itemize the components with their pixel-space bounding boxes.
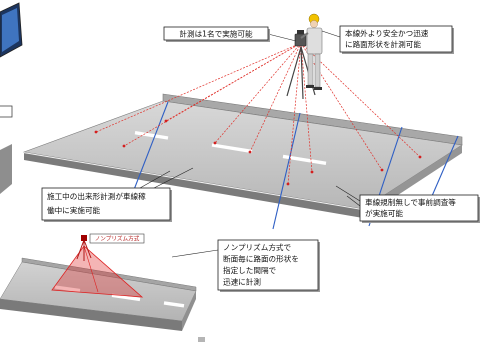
callout-leader-line — [321, 30, 341, 38]
callout-no-lane-restriction: 車線規制無しで事前調査等 が実施可能 — [359, 194, 480, 223]
tablet-screen — [2, 8, 19, 52]
callout-during-construction-line-2: 働中に実施可能 — [47, 205, 101, 215]
callout-during-construction: 施工中の出来形計測が車線稼 働中に実施可能 — [41, 187, 172, 222]
measurement-ray — [249, 42, 302, 153]
tripod-leg — [76, 239, 85, 260]
callout-box — [217, 239, 319, 291]
road-front-edge-highlight — [23, 152, 364, 211]
tripod-leg — [300, 46, 304, 100]
measurement-ray — [165, 42, 302, 122]
callout-no-lane-restriction-line-2: が実施可能 — [365, 208, 403, 218]
cropped-road-fragment — [0, 144, 12, 194]
callout-during-construction-line-1: 施工中の出来形計測が車線稼 — [47, 191, 146, 201]
lane-marking — [54, 285, 81, 293]
surveyor-shoe — [314, 87, 322, 90]
lane-marking — [163, 301, 185, 308]
callout-box — [41, 187, 171, 221]
callout-leader-line — [153, 167, 194, 189]
callout-leader-line — [335, 185, 361, 202]
callout-leaders — [139, 30, 361, 258]
measurement-point — [164, 119, 168, 123]
measurement-ray — [214, 42, 302, 144]
label-box — [89, 233, 145, 244]
callout-safe-quick-line-2: に路面形状を計測可能 — [345, 39, 421, 49]
measurement-point — [248, 150, 252, 154]
left-edge-fragments — [0, 2, 23, 194]
callout-non-prism-line-1: ノンプリズム方式で — [223, 242, 292, 252]
cross-section-line — [129, 101, 169, 201]
callout-box — [359, 194, 479, 222]
surveyor-face — [310, 20, 318, 28]
measurement-point — [380, 168, 384, 172]
lane-marking — [111, 293, 141, 302]
cross-section-line — [272, 112, 301, 230]
callout-safe-quick-line-1: 本線外より安全かつ迅速 — [345, 28, 429, 38]
callout-box — [163, 26, 269, 41]
laser-scan-edge — [83, 245, 99, 293]
cropped-label-box — [0, 105, 13, 118]
surveyor-arm — [300, 32, 309, 39]
small-road-front-face — [0, 299, 182, 331]
callout-one-person: 計測は1名で実施可能 — [163, 26, 270, 42]
tripod-leg — [286, 46, 302, 97]
callout-non-prism-line-4: 迅速に計測 — [223, 277, 261, 287]
non-prism-instrument-icon — [81, 235, 87, 241]
measurement-ray — [300, 42, 313, 173]
callout-box — [339, 25, 453, 53]
surveyor-leg — [314, 53, 321, 88]
surveyor-body — [306, 27, 323, 55]
surveyor-leg — [307, 53, 314, 86]
lane-marking — [211, 143, 253, 154]
callout-non-prism: ノンプリズム方式で 断面毎に路面の形状を 指定した間隔で 迅速に計測 — [217, 239, 320, 292]
label-non-prism-method: ノンプリズム方式 — [89, 233, 145, 244]
callout-leader-line — [267, 33, 297, 42]
laser-scan-cone — [51, 245, 144, 298]
callout-one-person-text: 計測は1名で実施可能 — [179, 29, 253, 39]
surveyor-shoe — [306, 85, 314, 88]
measurement-point — [213, 141, 217, 145]
label-non-prism-method-text: ノンプリズム方式 — [95, 235, 140, 243]
cropped-bottom-fragment — [198, 337, 205, 342]
callout-leader-line — [139, 170, 171, 189]
measurement-rays — [95, 42, 421, 185]
measurement-ray — [300, 42, 383, 171]
callout-non-prism-line-2: 断面毎に路面の形状を — [223, 254, 299, 264]
measurement-point — [310, 170, 314, 174]
measurement-point — [94, 130, 98, 134]
measurement-point — [418, 155, 422, 159]
surveyor-with-total-station — [286, 13, 323, 100]
measurement-point — [286, 182, 290, 186]
measurement-point — [122, 144, 126, 148]
callout-leader-line — [171, 249, 219, 258]
callout-leader-line — [346, 195, 361, 207]
small-road-right-face — [182, 291, 196, 331]
lane-marking — [134, 131, 169, 140]
callout-safe-quick: 本線外より安全かつ迅速 に路面形状を計測可能 — [339, 25, 454, 54]
measurement-points — [94, 119, 422, 186]
measurement-ray — [300, 42, 421, 158]
non-prism-measurement-scene — [0, 235, 197, 331]
callout-no-lane-restriction-line-1: 車線規制無しで事前調査等 — [365, 197, 456, 207]
tripod-leg — [83, 239, 92, 259]
total-station-scope — [297, 30, 304, 34]
road-front-face — [24, 152, 363, 218]
callout-non-prism-line-3: 指定した間隔で — [223, 265, 277, 275]
cross-section-line — [431, 135, 459, 197]
